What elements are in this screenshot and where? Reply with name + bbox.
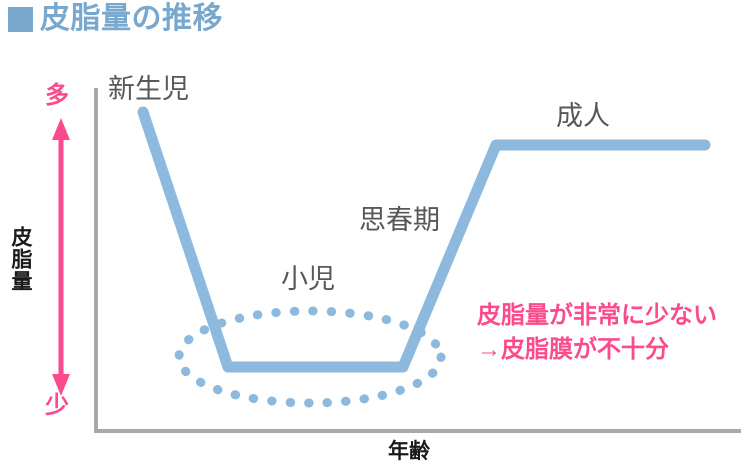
stage-label-adult: 成人 — [556, 101, 610, 131]
y-axis-title: 皮脂量 — [9, 226, 33, 292]
y-axis-high-label: 多 — [45, 82, 69, 109]
stage-label-child: 小児 — [281, 264, 335, 294]
page-title: 皮脂量の推移 — [8, 4, 223, 34]
stage-label-newborn: 新生児 — [108, 74, 189, 104]
stage-label-puberty: 思春期 — [359, 205, 440, 235]
annotation-line-1: 皮脂量が非常に少ない — [477, 302, 717, 329]
square-bullet-icon — [8, 6, 33, 32]
annotation-line-2: →皮脂膜が不十分 — [477, 336, 669, 364]
page-title-text: 皮脂量の推移 — [40, 2, 223, 35]
low-sebum-annotation: 皮脂量が非常に少ない →皮脂膜が不十分 — [477, 299, 717, 367]
chart-axes — [94, 88, 741, 433]
sebum-level-line — [137, 106, 711, 373]
child-period-highlight-ellipse — [174, 306, 446, 408]
x-axis-title: 年齢 — [388, 440, 430, 463]
y-axis-magnitude-arrow — [52, 118, 70, 396]
y-axis-low-label: 少 — [45, 392, 69, 419]
